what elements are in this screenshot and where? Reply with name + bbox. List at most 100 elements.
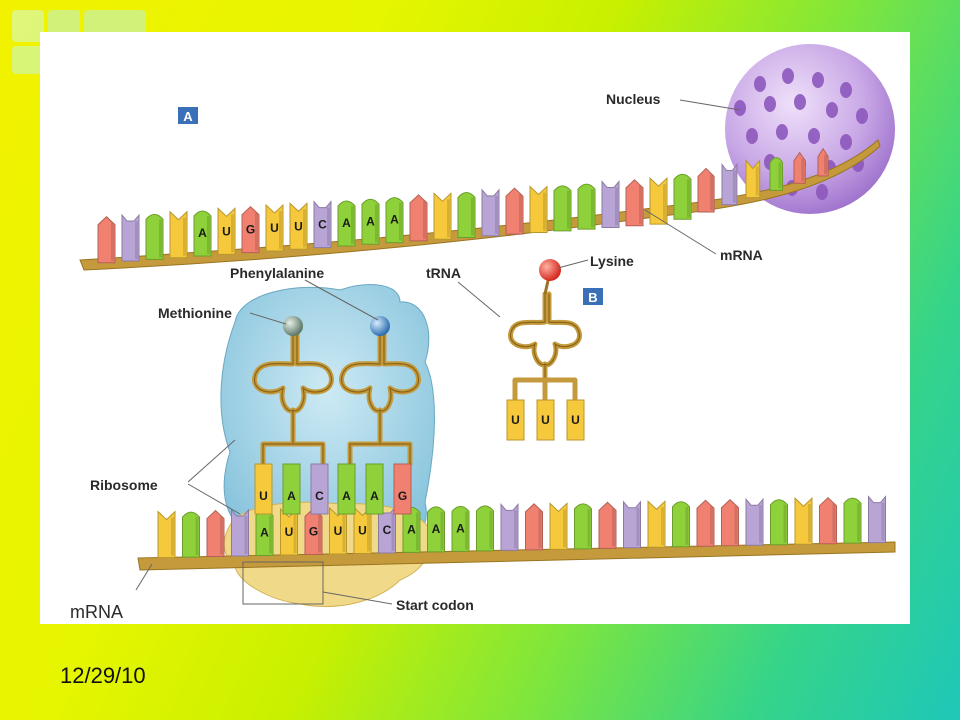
nucleotide-letter: A — [342, 216, 351, 230]
nucleotide-letter: U — [358, 523, 367, 537]
anticodon-block — [282, 463, 301, 515]
nucleotide-letter: A — [260, 526, 269, 540]
top-nucleotide — [601, 180, 620, 228]
nuclear-pore — [734, 100, 746, 116]
nucleotide-letter: A — [390, 213, 399, 227]
nuclear-pore — [754, 76, 766, 92]
anticodon-block — [365, 463, 384, 515]
bottom-nucleotide — [157, 510, 176, 559]
top-nucleotide — [793, 151, 806, 184]
anticodon-letter: U — [571, 413, 580, 427]
bottom-codon-nucleotide: A — [451, 505, 470, 552]
label-phenylalanine: Phenylalanine — [230, 265, 324, 281]
nuclear-pore — [826, 102, 838, 118]
top-nucleotide — [817, 147, 829, 177]
nucleotide-letter: A — [366, 214, 375, 228]
nucleotide-letter: G — [246, 223, 255, 237]
top-codon-nucleotide: A — [361, 198, 380, 245]
nucleotide-letter: A — [456, 521, 465, 535]
nucleotide-letter: U — [285, 525, 294, 539]
label-b: B — [588, 290, 597, 305]
bottom-nucleotide — [868, 495, 886, 544]
lysine-ball — [539, 259, 561, 281]
bottom-nucleotide — [500, 503, 519, 551]
nuclear-pore — [840, 134, 852, 150]
top-codon-nucleotide: C — [313, 200, 332, 249]
top-nucleotide — [457, 192, 476, 239]
top-nucleotide — [625, 179, 644, 227]
top-nucleotide — [121, 213, 140, 262]
anticodon-letter: A — [287, 489, 296, 503]
nucleotide-letter: A — [407, 522, 416, 536]
nuclear-pore — [856, 108, 868, 124]
bottom-mrna-backbone — [137, 541, 896, 571]
label-mrna-bottom: mRNA — [70, 602, 123, 622]
phenylalanine-ball — [370, 316, 390, 336]
label-ribosome: Ribosome — [90, 477, 158, 493]
nucleotide-letter: G — [309, 524, 318, 538]
nucleotide-letter: A — [198, 226, 207, 240]
top-nucleotide — [745, 159, 761, 199]
top-nucleotide — [169, 210, 188, 259]
top-nucleotide — [649, 176, 668, 225]
bottom-nucleotide — [574, 503, 592, 550]
top-nucleotide — [529, 185, 548, 233]
nucleotide-letter: U — [334, 524, 343, 538]
bottom-nucleotide — [843, 497, 862, 544]
top-nucleotide — [481, 188, 500, 237]
top-nucleotide — [145, 213, 164, 260]
slide-date: 12/29/10 — [60, 663, 146, 688]
bottom-nucleotide — [476, 505, 494, 552]
bottom-nucleotide — [721, 499, 739, 547]
bottom-codon-nucleotide: U — [353, 506, 372, 554]
bottom-codon-nucleotide: G — [304, 507, 323, 555]
callout-lines — [135, 99, 741, 605]
bottom-nucleotide — [696, 499, 715, 547]
bottom-nucleotide — [525, 503, 543, 551]
anticodon-block — [310, 463, 329, 515]
anticodon-letter: A — [370, 489, 379, 503]
top-nucleotide — [721, 162, 738, 206]
nuclear-pore — [840, 82, 852, 98]
top-codon-nucleotide: U — [217, 207, 236, 255]
bottom-nucleotide — [231, 508, 249, 557]
anticodon-block — [566, 399, 585, 441]
nucleotide-letter: U — [222, 224, 231, 238]
bottom-codon-nucleotide: A — [427, 506, 445, 553]
anticodon-block — [393, 463, 412, 515]
nuclear-pore — [746, 128, 758, 144]
label-nucleus: Nucleus — [606, 91, 661, 107]
top-nucleotide — [97, 216, 116, 264]
nucleotide-letter: C — [318, 218, 327, 232]
top-nucleotide — [505, 187, 524, 235]
bottom-nucleotide — [794, 497, 813, 545]
bottom-nucleotide — [549, 502, 568, 550]
anticodon-letter: U — [259, 489, 268, 503]
nuclear-pore — [812, 72, 824, 88]
bottom-nucleotide — [182, 511, 200, 558]
anticodon-letter: G — [398, 489, 407, 503]
anticodon-letter: A — [342, 489, 351, 503]
top-nucleotide — [769, 157, 783, 191]
label-a-box — [178, 107, 198, 124]
top-nucleotide — [553, 185, 572, 232]
anticodon-block — [536, 399, 555, 441]
methionine-ball — [283, 316, 303, 336]
nuclear-pore — [808, 128, 820, 144]
top-codon-nucleotide: A — [337, 200, 356, 247]
top-nucleotide — [577, 183, 596, 230]
nucleotide-letter: U — [294, 219, 303, 233]
bottom-nucleotide — [770, 499, 788, 546]
label-trna: tRNA — [426, 265, 461, 281]
top-codon-nucleotide: A — [193, 210, 212, 257]
label-methionine: Methionine — [158, 305, 232, 321]
top-nucleotide — [409, 194, 428, 242]
bottom-nucleotide — [819, 497, 837, 545]
